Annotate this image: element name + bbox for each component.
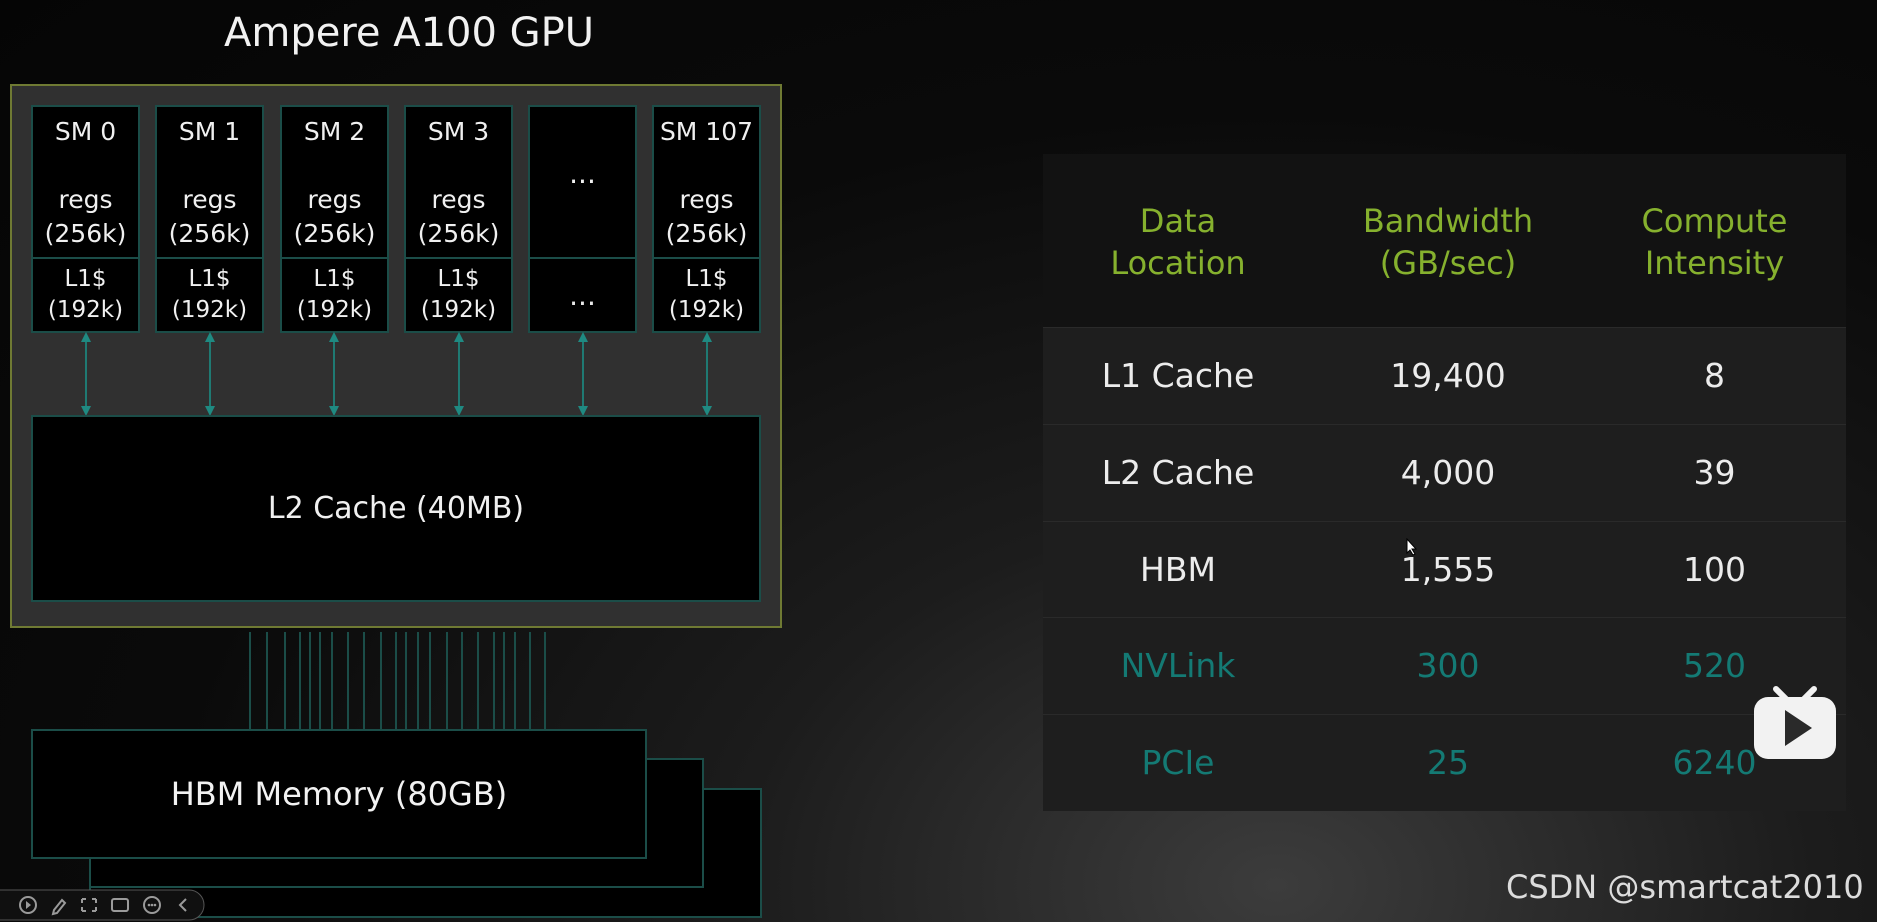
sm-ellipsis-block: ... ... [528,105,637,333]
sm-l2-arrows [81,332,712,416]
cell-location: L2 Cache [1101,453,1255,492]
table-row: NVLink 300 520 [1043,617,1846,714]
l1-label: L1$ [64,266,107,292]
regs-size: (256k) [417,219,500,248]
l1-label: L1$ [313,266,356,292]
column-header: Compute Intensity [1583,200,1846,284]
pen-icon [51,898,67,916]
l1-label: L1$ [188,266,231,292]
hbm-memory-block: HBM Memory (80GB) [31,729,647,859]
cell-bandwidth: 19,400 [1390,356,1506,395]
regs-size: (256k) [168,219,251,248]
cell-intensity: 520 [1683,646,1746,685]
cell-location: PCIe [1141,743,1215,782]
play-circle-icon [19,896,37,914]
cell-intensity: 100 [1683,550,1746,589]
sm-l1-cache: L1$ (192k) [282,264,387,326]
table-row: L1 Cache 19,400 8 [1043,327,1846,424]
l1-size: (192k) [420,297,497,323]
play-icon[interactable] [1752,683,1838,763]
table-row: HBM 1,555 100 [1043,521,1846,618]
fullscreen-icon [81,898,97,912]
ellipsis: ... [569,157,596,190]
cell-bandwidth: 1,555 [1400,550,1496,589]
l1-label: L1$ [437,266,480,292]
sm-l1-cache: L1$ (192k) [157,264,262,326]
table-row: PCIe 25 6240 [1043,714,1846,811]
l1-size: (192k) [296,297,373,323]
l1-size: (192k) [47,297,124,323]
sm-l1-cache: L1$ (192k) [33,264,138,326]
cell-intensity: 6240 [1672,743,1757,782]
regs-label: regs [431,185,486,214]
regs-size: (256k) [665,219,748,248]
sm-registers-area: SM 0 regs (256k) [33,107,138,259]
table-header: Data Location Bandwidth (GB/sec) Compute… [1043,154,1846,327]
regs-label: regs [58,185,113,214]
window-icon [111,898,129,912]
l2-cache-block: L2 Cache (40MB) [31,415,761,602]
regs-size: (256k) [293,219,376,248]
ellipsis: ... [569,279,596,312]
sm-name: SM 1 [178,117,241,146]
cell-bandwidth: 300 [1416,646,1480,685]
cell-location: HBM [1140,550,1216,589]
l1-label: L1$ [685,266,728,292]
column-header-line: Data [1139,202,1217,240]
sm-name: SM 107 [659,117,754,146]
bandwidth-table: Data Location Bandwidth (GB/sec) Compute… [1043,154,1846,811]
cell-location: L1 Cache [1101,356,1255,395]
column-header-line: (GB/sec) [1379,244,1517,282]
column-header: Bandwidth (GB/sec) [1313,200,1583,284]
back-icon [178,898,187,912]
sm-name: SM 3 [427,117,490,146]
cell-bandwidth: 4,000 [1400,453,1496,492]
l1-size: (192k) [668,297,745,323]
cell-bandwidth: 25 [1427,743,1469,782]
regs-label: regs [307,185,362,214]
regs-size: (256k) [44,219,127,248]
hbm-memory-label: HBM Memory (80GB) [170,775,508,813]
watermark: CSDN @smartcat2010 [1506,868,1864,906]
mouse-cursor-icon [1406,538,1418,556]
sm-name: SM 2 [303,117,366,146]
sm-registers-area: SM 3 regs (256k) [406,107,511,259]
sm-registers-area: ... [530,107,635,259]
sm-block: SM 1 regs (256k) L1$ (192k) [155,105,264,333]
column-header: Data Location [1043,200,1313,284]
table-row: L2 Cache 4,000 39 [1043,424,1846,521]
sm-block: SM 107 regs (256k) L1$ (192k) [652,105,761,333]
sm-registers-area: SM 1 regs (256k) [157,107,262,259]
memory-bus-lines [249,632,546,730]
regs-label: regs [182,185,237,214]
diagram-title: Ampere A100 GPU [224,10,595,56]
regs-label: regs [679,185,734,214]
player-controls [0,889,205,921]
cell-intensity: 8 [1704,356,1725,395]
sm-registers-area: SM 107 regs (256k) [654,107,759,259]
more-icon [143,896,161,914]
l2-cache-label: L2 Cache (40MB) [267,491,525,526]
cell-intensity: 39 [1693,453,1736,492]
sm-l1-cache: L1$ (192k) [654,264,759,326]
sm-name: SM 0 [54,117,117,146]
cell-location: NVLink [1120,646,1236,685]
column-header-line: Location [1110,244,1246,282]
column-header-line: Compute [1641,202,1788,240]
sm-registers-area: SM 2 regs (256k) [282,107,387,259]
sm-l1-cache: L1$ (192k) [406,264,511,326]
l1-size: (192k) [171,297,248,323]
column-header-line: Intensity [1644,244,1785,282]
column-header-line: Bandwidth [1362,202,1534,240]
